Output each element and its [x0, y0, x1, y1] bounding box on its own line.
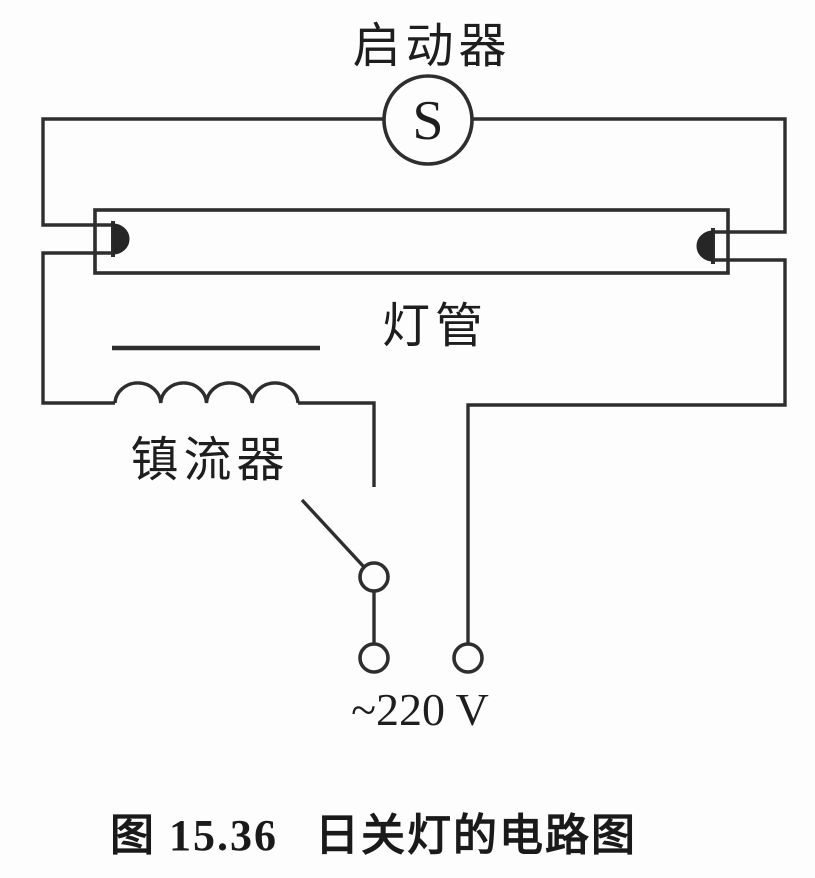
wire-bottom-left [41, 251, 115, 405]
starter-circle [382, 74, 474, 166]
left-electrode-bead [112, 223, 130, 255]
switch-blade [300, 498, 366, 569]
right-electrode-bead [696, 230, 714, 262]
caption-title: 日关灯的电路图 [315, 811, 637, 860]
caption-figure-number: 图 15.36 [110, 811, 278, 860]
ballast-label: 镇流器 [130, 434, 289, 487]
lamp-tube [93, 208, 730, 275]
voltage-label: ~220 V [351, 684, 489, 735]
wire-switch-feed [298, 401, 376, 487]
wire-top-left [41, 117, 384, 227]
ballast-coil [113, 381, 300, 404]
wire-top-right [472, 117, 787, 234]
terminal-right [452, 642, 484, 674]
tube-label: 灯管 [382, 300, 488, 353]
switch-pivot [358, 561, 390, 593]
starter-label: 启动器 [352, 20, 511, 73]
starter-symbol: S [412, 90, 443, 152]
wire-right-branch [466, 258, 787, 644]
terminal-left [358, 642, 390, 674]
